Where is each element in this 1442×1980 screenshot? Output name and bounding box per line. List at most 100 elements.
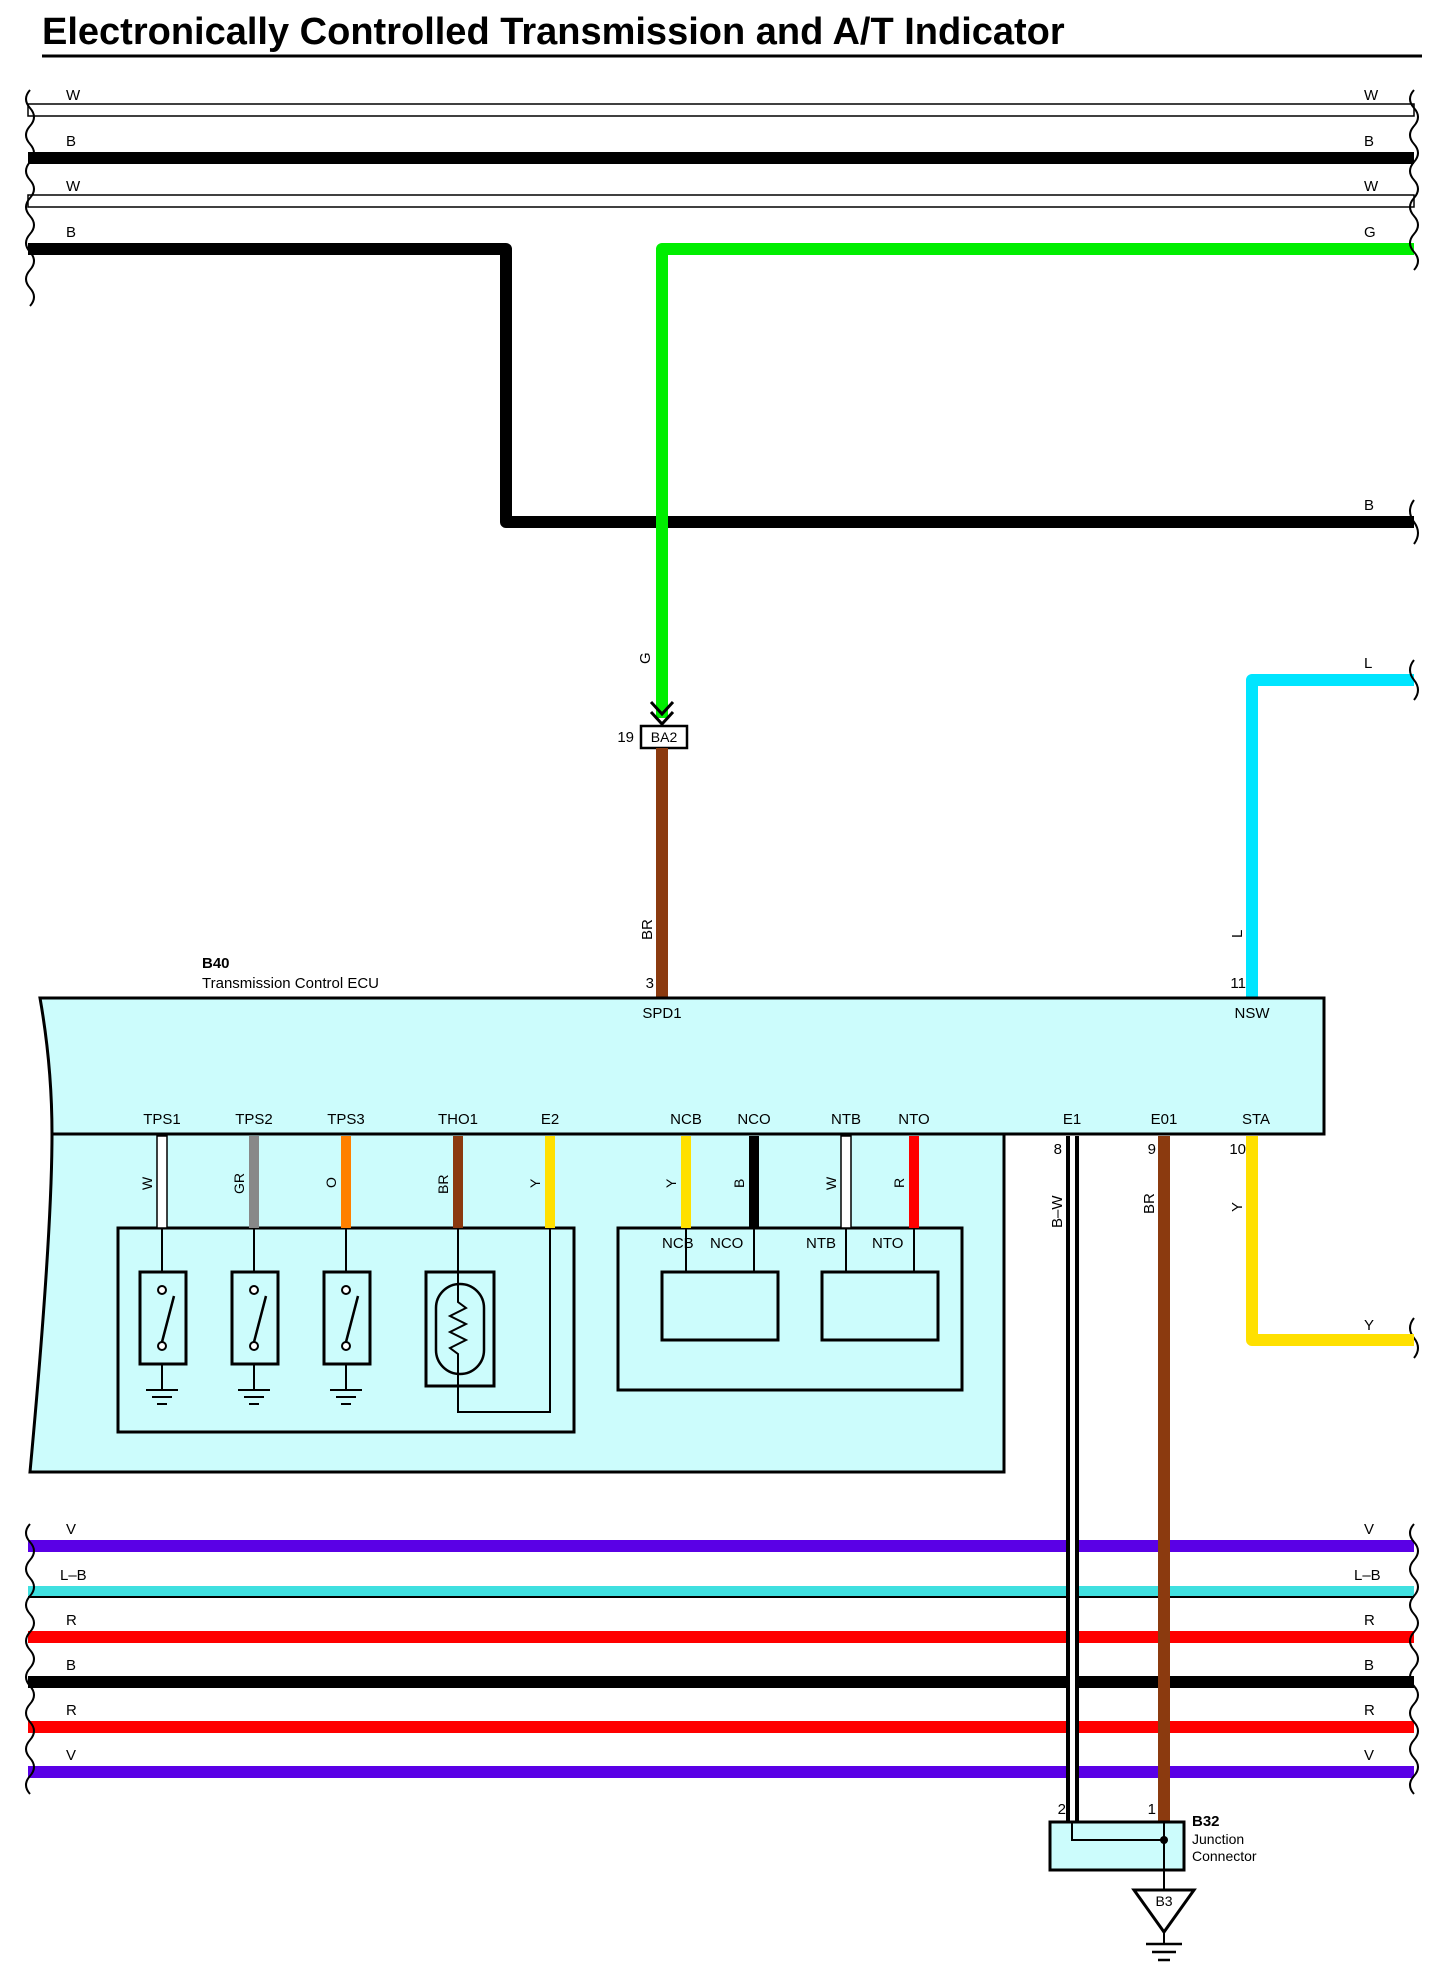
pin-nco-name: NCO	[737, 1111, 770, 1128]
l-wire: L L	[1229, 655, 1414, 998]
top-bus-b-1-left-label: B	[66, 133, 76, 150]
connector-ba2-pin: 19	[617, 729, 634, 746]
pin-tho1-name: THO1	[438, 1111, 478, 1128]
pin-nto-name: NTO	[898, 1111, 929, 1128]
ntb-wire	[840, 1135, 852, 1229]
top-bus-w-1: W W	[27, 87, 1415, 117]
bottom-bus-r-2: R R	[28, 1702, 1414, 1733]
bottom-bus-lb-right-label: L–B	[1354, 1567, 1381, 1584]
bottom-bus-r-1-right-label: R	[1364, 1612, 1375, 1629]
sub-label-ntb: NTB	[806, 1235, 836, 1252]
solenoid-block	[616, 1226, 964, 1392]
tps1-wire-label: W	[139, 1176, 155, 1190]
y-wire-right-label: Y	[1364, 1317, 1374, 1334]
ncb-wire-label: Y	[663, 1178, 679, 1188]
top-bus-w-2-left-label: W	[66, 178, 81, 195]
sta-wire-label: Y	[1229, 1202, 1246, 1212]
e01-wire: 9 BR 1	[1141, 1136, 1170, 1826]
bottom-bus-r-2-right-label: R	[1364, 1702, 1375, 1719]
tps3-wire-label: O	[323, 1177, 339, 1188]
top-bus-b-2-left-label: B	[66, 224, 76, 241]
junction-code: B32	[1192, 1813, 1220, 1830]
tps2-wire-label: GR	[231, 1173, 247, 1194]
tho1-wire-label: BR	[435, 1175, 451, 1194]
br-wire-spd1: BR	[639, 748, 668, 998]
pin-tps3-name: TPS3	[327, 1111, 365, 1128]
top-bus-b-2: B B	[28, 224, 1414, 528]
sta-wire: 10 Y Y	[1229, 1136, 1414, 1346]
bottom-bus-v-2-left-label: V	[66, 1747, 76, 1764]
pin-e01-num: 9	[1148, 1141, 1156, 1158]
pin-ncb-name: NCB	[670, 1111, 702, 1128]
ecu-name: Transmission Control ECU	[202, 975, 379, 992]
top-bus-b-1-right-label: B	[1364, 133, 1374, 150]
top-bus-w-1-right-label: W	[1364, 87, 1379, 104]
junction-connector-b32: B32 Junction Connector	[1048, 1813, 1257, 1890]
junction-pin-left: 2	[1058, 1801, 1066, 1818]
e01-wire-label: BR	[1141, 1193, 1158, 1214]
wire-break-marks	[25, 89, 1419, 1795]
bottom-bus-b-left-label: B	[66, 1657, 76, 1674]
b-wire-right-label: B	[1364, 497, 1374, 514]
sub-label-ncb: NCB	[662, 1235, 694, 1252]
top-bus-w-2: W W	[27, 178, 1415, 208]
top-bus-g-right-label: G	[1364, 224, 1376, 241]
pin-nsw-name: NSW	[1235, 1005, 1271, 1022]
tps2-switch	[230, 1228, 280, 1405]
bottom-bus-r-2-left-label: R	[66, 1702, 77, 1719]
ntb-wire-label: W	[823, 1176, 839, 1190]
bottom-bus-v-1: V V	[28, 1521, 1414, 1552]
bottom-bus-r-1: R R	[28, 1612, 1414, 1643]
ground-b3: B3	[1131, 1888, 1197, 1962]
sub-label-nco: NCO	[710, 1235, 743, 1252]
tps1-switch	[138, 1228, 188, 1405]
top-bus-w-2-right-label: W	[1364, 178, 1379, 195]
solenoid-nc: NCB NCO	[660, 1228, 780, 1342]
pin-sta-num: 10	[1229, 1141, 1246, 1158]
transmission-control-ecu: B40 Transmission Control ECU 3 SPD1 11 N…	[28, 955, 1326, 1474]
br-vertical-label: BR	[639, 919, 656, 940]
e2-wire-label: Y	[527, 1178, 543, 1188]
pin-e1-num: 8	[1054, 1141, 1062, 1158]
ground-b3-label: B3	[1155, 1893, 1172, 1909]
pin-tps1-name: TPS1	[143, 1111, 181, 1128]
nco-wire-label: B	[731, 1179, 747, 1188]
bottom-bus-v-1-left-label: V	[66, 1521, 76, 1538]
pin-sta-name: STA	[1242, 1111, 1270, 1128]
top-bus-b-1: B B	[28, 133, 1414, 164]
thermistor	[424, 1228, 551, 1413]
tps3-switch	[322, 1228, 372, 1405]
bottom-bus-lb-left-label: L–B	[60, 1567, 87, 1584]
connector-ba2: BA2 19	[617, 700, 689, 750]
pin-tps2-name: TPS2	[235, 1111, 273, 1128]
bottom-bus-v-1-right-label: V	[1364, 1521, 1374, 1538]
nto-wire-label: R	[891, 1178, 907, 1188]
junction-line1: Junction	[1192, 1831, 1244, 1847]
top-bus-w-1-left-label: W	[66, 87, 81, 104]
pin-spd1-name: SPD1	[642, 1005, 681, 1022]
l-vertical-label: L	[1229, 930, 1246, 938]
bottom-bus-b: B B	[28, 1657, 1414, 1688]
e1-wire: 8 B–W 2	[1049, 1136, 1079, 1826]
diagram-title: Electronically Controlled Transmission a…	[42, 11, 1065, 53]
connector-ba2-name: BA2	[651, 729, 678, 745]
pin-e01-name: E01	[1151, 1111, 1178, 1128]
pin-e2-name: E2	[541, 1111, 559, 1128]
solenoid-nt: NTB NTO	[806, 1228, 940, 1342]
ecu-code: B40	[202, 955, 230, 972]
e1-wire-label: B–W	[1049, 1195, 1066, 1228]
green-vertical-label: G	[637, 652, 654, 664]
bottom-bus-r-1-left-label: R	[66, 1612, 77, 1629]
l-wire-right-label: L	[1364, 655, 1372, 672]
junction-pin-right: 1	[1148, 1801, 1156, 1818]
pin-e1-name: E1	[1063, 1111, 1081, 1128]
junction-line2: Connector	[1192, 1848, 1257, 1864]
bottom-bus-b-right-label: B	[1364, 1657, 1374, 1674]
tps1-wire	[156, 1135, 168, 1229]
bottom-bus-v-2-right-label: V	[1364, 1747, 1374, 1764]
green-wire: G G	[637, 224, 1414, 718]
sub-label-nto: NTO	[872, 1235, 903, 1252]
bottom-bus-lb: L–B L–B	[28, 1567, 1414, 1598]
pin-nsw-num: 11	[1230, 975, 1246, 992]
